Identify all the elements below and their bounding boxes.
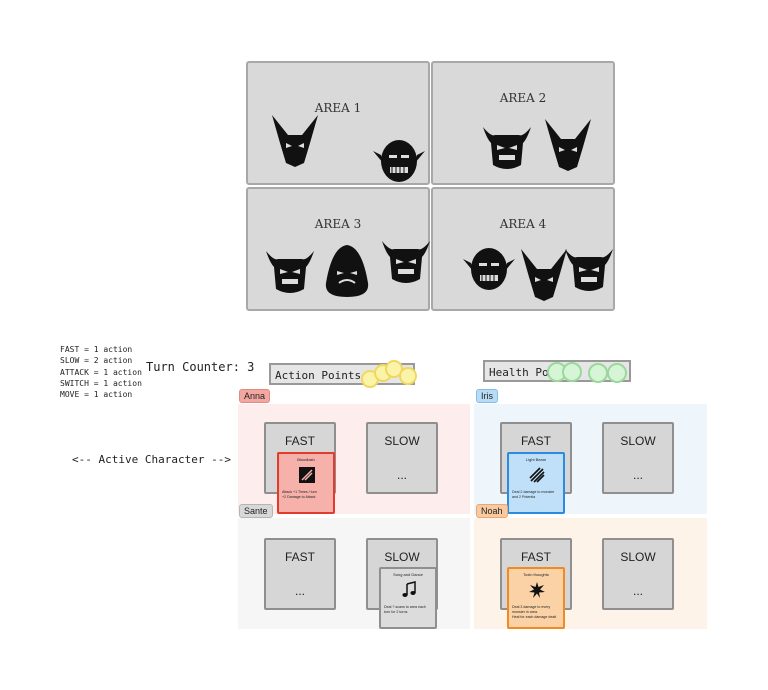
character-name-tag: Sante bbox=[239, 504, 273, 518]
area-4[interactable]: AREA 4 bbox=[431, 187, 615, 311]
character-name-tag: Noah bbox=[476, 504, 508, 518]
oni-mask-icon[interactable] bbox=[380, 235, 432, 287]
rule-line: MOVE = 1 action bbox=[60, 390, 133, 400]
oni-mask-icon[interactable] bbox=[481, 121, 533, 173]
fast-slot-dots: ... bbox=[294, 584, 305, 598]
slow-slot-dots: ... bbox=[632, 584, 643, 598]
card-title: Light Beam bbox=[525, 457, 547, 462]
goblin-face-icon[interactable] bbox=[463, 245, 515, 291]
hooded-brute-icon[interactable] bbox=[322, 243, 372, 299]
turn-counter: Turn Counter: 3 bbox=[146, 360, 255, 374]
area-title: AREA 2 bbox=[499, 91, 547, 105]
health-point-token[interactable] bbox=[607, 363, 627, 383]
music-note-icon bbox=[402, 581, 416, 597]
character-name-tag: Iris bbox=[476, 389, 498, 403]
goblin-face-icon[interactable] bbox=[373, 137, 425, 183]
slow-slot[interactable]: SLOW ... bbox=[366, 422, 438, 494]
oni-mask-icon[interactable] bbox=[264, 245, 316, 297]
burst-icon bbox=[529, 582, 545, 598]
horned-mask-icon[interactable] bbox=[543, 117, 593, 173]
ability-card[interactable]: Toxin thoughts Deal 3 damage to every mo… bbox=[507, 567, 565, 629]
area-title: AREA 3 bbox=[314, 217, 362, 231]
card-title: Bloodlash bbox=[297, 457, 315, 462]
area-2[interactable]: AREA 2 bbox=[431, 61, 615, 185]
slow-slot-label: SLOW bbox=[384, 434, 420, 448]
fast-slot[interactable]: FAST ... bbox=[264, 538, 336, 610]
area-1[interactable]: AREA 1 bbox=[246, 61, 430, 185]
slow-slot-label: SLOW bbox=[384, 550, 420, 564]
slow-slot-dots: ... bbox=[632, 468, 643, 482]
beam-icon bbox=[529, 467, 545, 483]
card-title: Toxin thoughts bbox=[523, 572, 549, 577]
action-rules: FAST = 1 action SLOW = 2 action ATTACK =… bbox=[60, 344, 142, 400]
action-point-token[interactable] bbox=[399, 367, 417, 385]
area-3[interactable]: AREA 3 bbox=[246, 187, 430, 311]
fast-slot-label: FAST bbox=[284, 550, 315, 564]
action-points-label: Action Points: bbox=[275, 369, 368, 382]
horned-mask-icon[interactable] bbox=[519, 247, 569, 303]
fast-slot-label: FAST bbox=[520, 434, 551, 448]
rule-line: FAST = 1 action bbox=[60, 345, 133, 354]
fast-slot-label: FAST bbox=[520, 550, 551, 564]
health-point-token[interactable] bbox=[588, 363, 608, 383]
ability-card[interactable]: Bloodlash Attack +1 Times / turn +2 Dama… bbox=[277, 452, 335, 514]
area-title: AREA 1 bbox=[314, 101, 362, 115]
character-panel-iris[interactable]: FAST SLOW ... Light Beam Deal 2 damage t… bbox=[474, 404, 707, 514]
slow-slot[interactable]: SLOW ... bbox=[602, 422, 674, 494]
fast-slot-label: FAST bbox=[284, 434, 315, 448]
character-panel-noah[interactable]: FAST SLOW ... Toxin thoughts Deal 3 dama… bbox=[474, 518, 707, 629]
character-name-tag: Anna bbox=[239, 389, 271, 403]
slow-slot-dots: ... bbox=[396, 468, 407, 482]
rule-line: SLOW = 2 action bbox=[60, 356, 133, 366]
slow-slot[interactable]: SLOW ... bbox=[602, 538, 674, 610]
ability-card[interactable]: Song and Dance Deal ? scans to area each… bbox=[379, 567, 437, 629]
card-text: Attack +1 Times / turn +2 Damage to Atta… bbox=[282, 490, 317, 499]
slash-icon bbox=[299, 467, 315, 483]
card-text: Deal 3 damage to every monster in area. … bbox=[512, 605, 557, 619]
ability-card[interactable]: Light Beam Deal 2 damage to monster and … bbox=[507, 452, 565, 514]
rule-line: ATTACK = 1 action bbox=[60, 367, 142, 377]
rule-line: SWITCH = 1 action bbox=[60, 378, 142, 388]
character-panel-sante[interactable]: FAST ... SLOW Song and Dance Deal ? scan… bbox=[238, 518, 470, 629]
character-panel-anna[interactable]: FAST SLOW ... Bloodlash Attack +1 Times … bbox=[238, 404, 470, 514]
area-title: AREA 4 bbox=[499, 217, 547, 231]
oni-mask-icon[interactable] bbox=[563, 243, 615, 295]
card-text: Deal ? scans to area each turn for 2 tur… bbox=[384, 605, 426, 614]
card-title: Song and Dance bbox=[393, 572, 423, 577]
health-point-token[interactable] bbox=[562, 362, 582, 382]
active-character-indicator: <-- Active Character --> bbox=[72, 453, 231, 466]
horned-mask-icon[interactable] bbox=[270, 113, 320, 169]
card-text: Deal 2 damage to monster and 2 Potentia bbox=[512, 490, 555, 499]
slow-slot-label: SLOW bbox=[620, 550, 656, 564]
slow-slot-label: SLOW bbox=[620, 434, 656, 448]
